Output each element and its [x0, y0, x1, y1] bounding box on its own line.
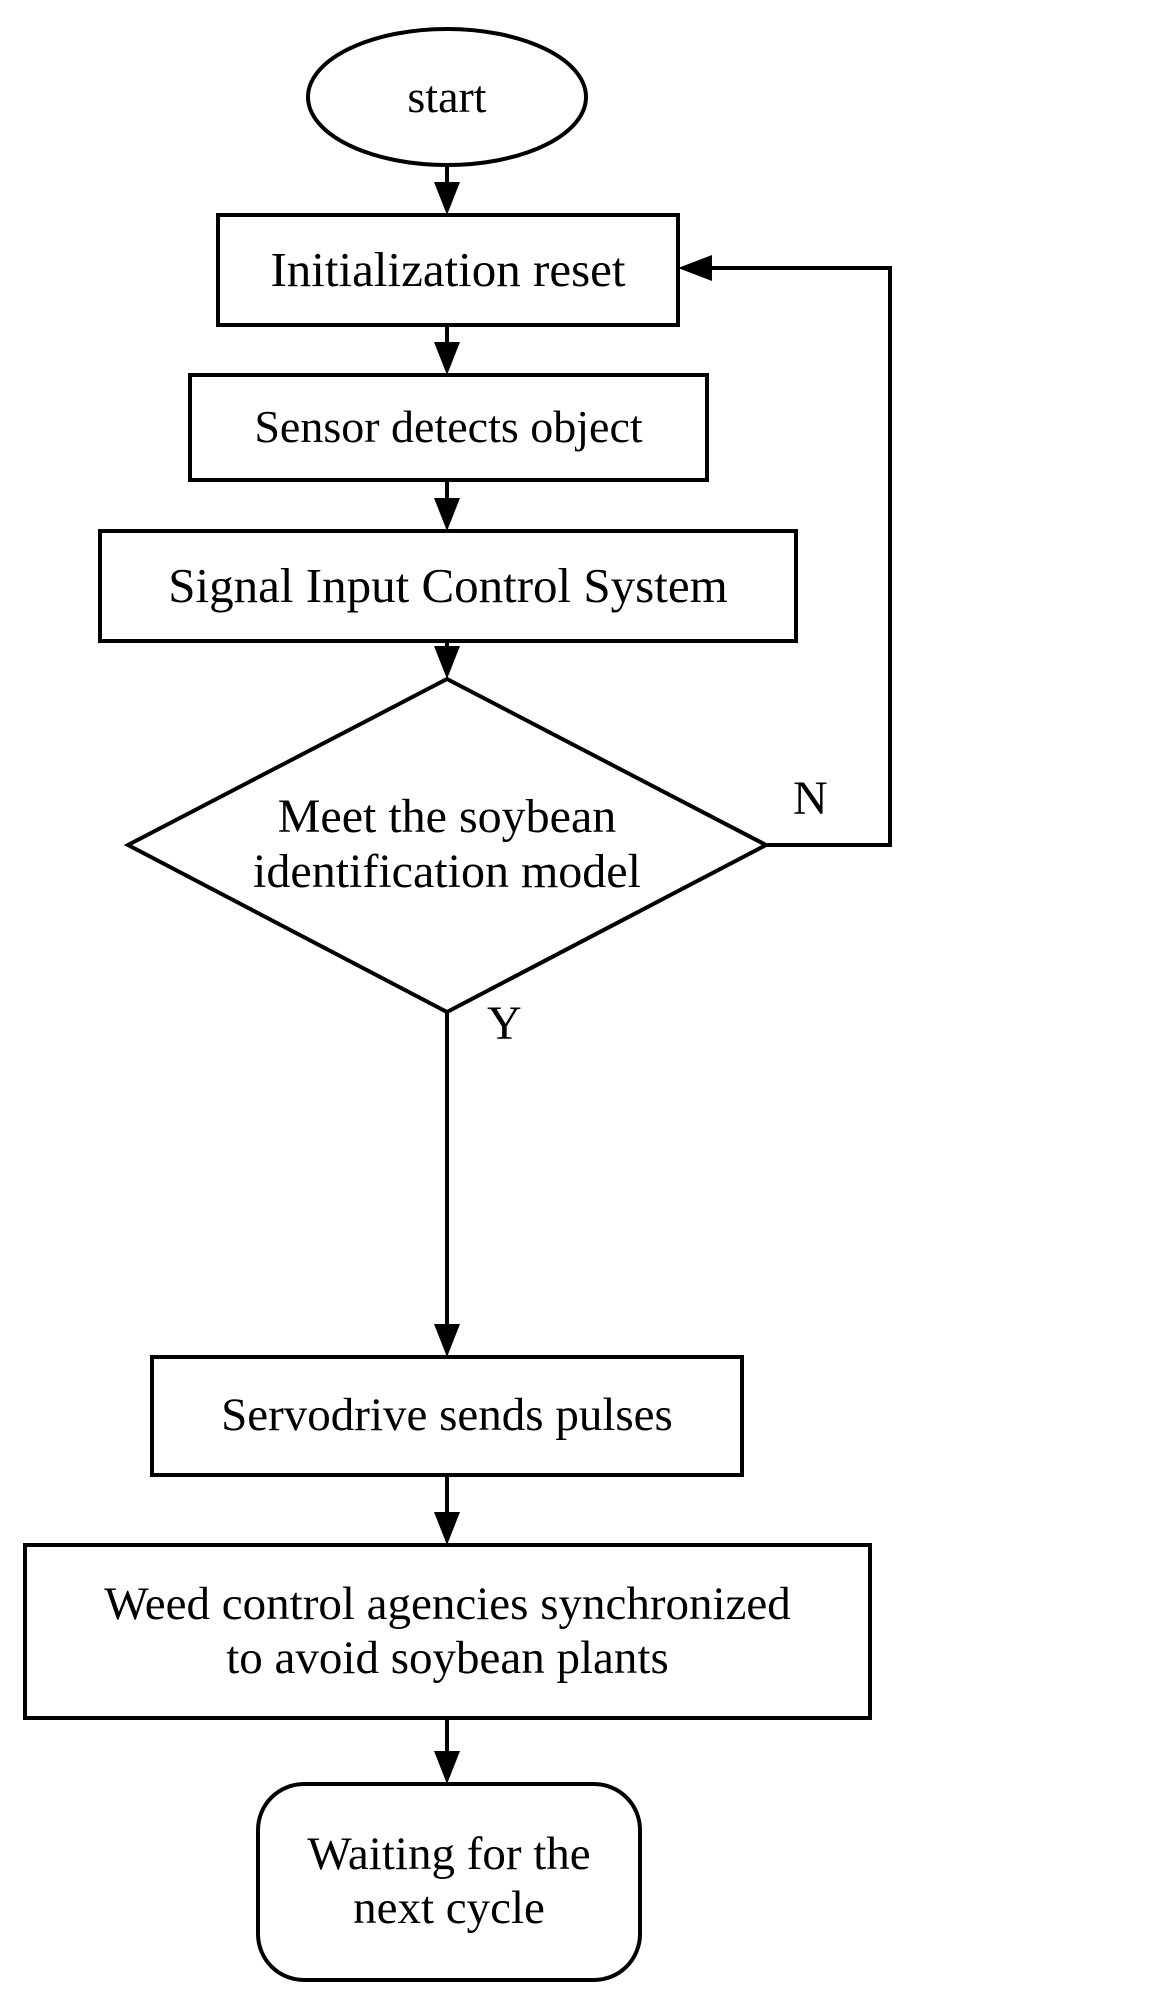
node-decision-shape[interactable]	[123, 676, 771, 1015]
node-servo-shape[interactable]	[150, 1355, 744, 1477]
edge-start-to-init-arrowhead	[434, 182, 460, 215]
edge-label-no: N	[793, 772, 828, 825]
edge-sensor-to-signal-arrowhead	[434, 498, 460, 531]
node-start-shape[interactable]	[306, 27, 588, 167]
edge-decision-yes-arrowhead	[434, 1324, 460, 1357]
node-weed-shape[interactable]	[23, 1543, 872, 1720]
edge-signal-to-decision-arrowhead	[434, 646, 460, 679]
node-init-shape[interactable]	[216, 213, 680, 327]
node-signal-shape[interactable]	[98, 529, 798, 643]
node-wait-shape[interactable]	[256, 1782, 642, 1982]
edge-servo-to-weed-arrowhead	[434, 1512, 460, 1545]
edge-decision-no-arrowhead	[678, 255, 712, 281]
edge-decision-no-line	[700, 266, 892, 847]
edge-init-to-sensor-arrowhead	[434, 342, 460, 375]
edge-weed-to-wait-arrowhead	[434, 1751, 460, 1784]
edge-label-yes: Y	[487, 997, 522, 1050]
node-sensor-shape[interactable]	[188, 373, 709, 482]
